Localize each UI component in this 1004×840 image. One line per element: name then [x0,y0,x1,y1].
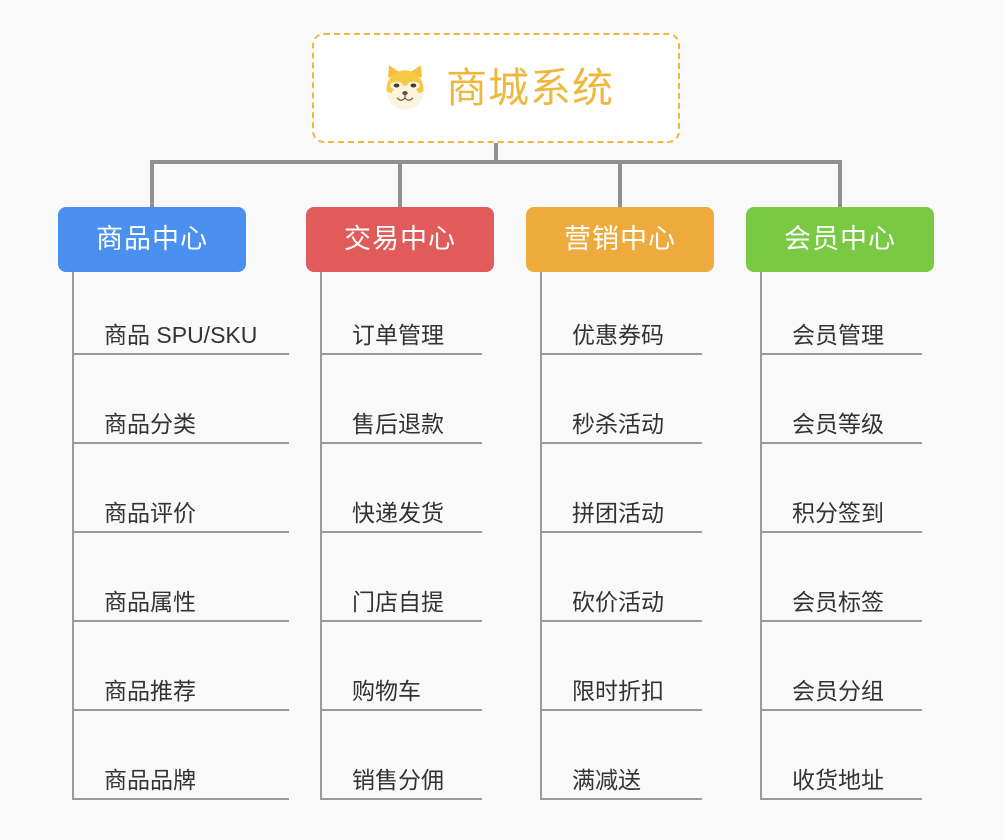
leaf-item-underline [542,798,702,800]
leaf-item-label: 积分签到 [792,500,884,526]
leaf-item[interactable]: 商品评价 [74,444,289,533]
leaf-item-label: 快递发货 [352,500,444,526]
leaf-item-label: 商品 SPU/SKU [104,322,258,348]
leaf-item[interactable]: 满减送 [542,711,702,800]
leaf-item-label: 会员分组 [792,678,884,704]
leaf-item-underline [762,442,922,444]
leaf-item-label: 秒杀活动 [572,411,664,437]
root-title: 商城系统 [446,64,614,111]
leaf-item[interactable]: 售后退款 [322,355,482,444]
leaf-item[interactable]: 秒杀活动 [542,355,702,444]
leaf-item[interactable]: 会员分组 [762,622,922,711]
leaf-item-underline [322,709,482,711]
leaf-item-label: 商品推荐 [104,678,196,704]
leaf-item-underline [762,798,922,800]
leaf-item[interactable]: 门店自提 [322,533,482,622]
root-stem-connector [494,143,498,163]
leaf-item-underline [322,353,482,355]
leaf-item[interactable]: 商品品牌 [74,711,289,800]
leaf-item-underline [74,442,289,444]
leaf-item[interactable]: 商品 SPU/SKU [74,266,289,355]
leaf-item[interactable]: 快递发货 [322,444,482,533]
leaf-item-underline [762,531,922,533]
leaf-item-underline [762,620,922,622]
leaf-item[interactable]: 积分签到 [762,444,922,533]
leaf-item[interactable]: 商品分类 [74,355,289,444]
leaf-item-label: 满减送 [572,767,641,793]
leaf-item[interactable]: 优惠券码 [542,266,702,355]
leaf-item[interactable]: 销售分佣 [322,711,482,800]
leaf-item-label: 拼团活动 [572,500,664,526]
leaf-item-label: 商品评价 [104,500,196,526]
branch-spine [540,272,542,800]
leaf-item-underline [322,442,482,444]
leaf-item-label: 会员管理 [792,322,884,348]
branch-spine [320,272,322,800]
leaf-item-label: 商品属性 [104,589,196,615]
category-label: 会员中心 [784,224,896,254]
leaf-item-label: 商品品牌 [104,767,196,793]
leaf-item-underline [74,709,289,711]
leaf-item-label: 会员等级 [792,411,884,437]
leaf-item-underline [542,620,702,622]
category-label: 营销中心 [564,224,676,254]
branch-drop-connector-2 [398,160,402,208]
leaf-item-label: 商品分类 [104,411,196,437]
category-node-3[interactable]: 营销中心 [526,207,714,272]
leaf-item-label: 销售分佣 [352,767,444,793]
leaf-item-label: 限时折扣 [572,678,664,704]
leaf-item-label: 门店自提 [352,589,444,615]
trunk-horizontal-connector [150,160,840,164]
leaf-item-underline [542,442,702,444]
leaf-item-underline [74,620,289,622]
leaf-item-underline [322,531,482,533]
leaf-item-label: 收货地址 [792,767,884,793]
leaf-item-underline [542,353,702,355]
branch-spine [760,272,762,800]
leaf-item-underline [762,353,922,355]
branch-drop-connector-1 [150,160,154,208]
leaf-item-label: 订单管理 [352,322,444,348]
leaf-item[interactable]: 商品推荐 [74,622,289,711]
branch-drop-connector-4 [838,160,842,208]
branch-drop-connector-3 [618,160,622,208]
leaf-item-label: 砍价活动 [572,589,664,615]
leaf-item-label: 售后退款 [352,411,444,437]
leaf-item[interactable]: 商品属性 [74,533,289,622]
leaf-item-underline [322,620,482,622]
leaf-item-underline [542,531,702,533]
leaf-item-label: 会员标签 [792,589,884,615]
category-node-2[interactable]: 交易中心 [306,207,494,272]
leaf-item[interactable]: 购物车 [322,622,482,711]
category-label: 商品中心 [96,224,208,254]
leaf-item[interactable]: 订单管理 [322,266,482,355]
leaf-item-label: 优惠券码 [572,322,664,348]
leaf-item-underline [74,353,289,355]
branch-spine [72,272,74,800]
leaf-item-underline [542,709,702,711]
leaf-item-underline [322,798,482,800]
leaf-item[interactable]: 限时折扣 [542,622,702,711]
category-node-1[interactable]: 商品中心 [58,207,246,272]
leaf-item[interactable]: 会员管理 [762,266,922,355]
category-node-4[interactable]: 会员中心 [746,207,934,272]
category-label: 交易中心 [344,224,456,254]
leaf-item-underline [762,709,922,711]
leaf-item-label: 购物车 [352,678,421,704]
leaf-item[interactable]: 砍价活动 [542,533,702,622]
shiba-dog-face-icon [378,61,432,115]
leaf-item[interactable]: 收货地址 [762,711,922,800]
leaf-item-underline [74,531,289,533]
leaf-item[interactable]: 会员标签 [762,533,922,622]
leaf-item[interactable]: 拼团活动 [542,444,702,533]
leaf-item[interactable]: 会员等级 [762,355,922,444]
root-node[interactable]: 商城系统 [312,33,680,143]
leaf-item-underline [74,798,289,800]
